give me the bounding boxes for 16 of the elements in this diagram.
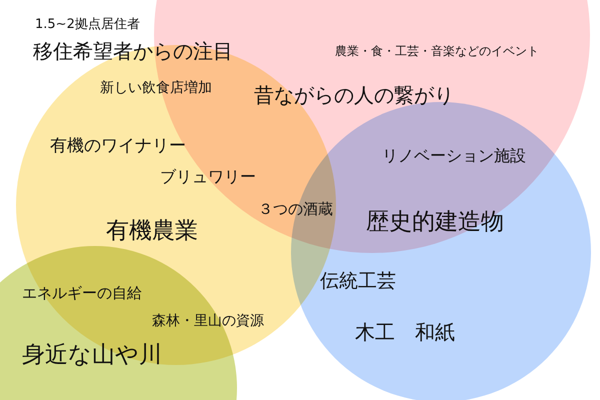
circle-title: 有機農業	[106, 218, 198, 244]
text-label: 有機のワイナリー	[50, 137, 186, 157]
text-label: 森林・里山の資源	[152, 313, 264, 330]
text-label: エネルギーの自給	[22, 285, 142, 302]
circle-title: 昔ながらの人の繋がり	[254, 84, 454, 107]
text-label: ３つの酒蔵	[258, 201, 333, 218]
text-label: 1.5~2拠点居住者	[35, 18, 140, 33]
circle-title: 身近な山や川	[22, 342, 162, 368]
text-label: リノベーション施設	[382, 147, 526, 166]
circle-title: 歴史的建造物	[366, 209, 504, 236]
text-label: 農業・食・工芸・音楽などのイベント	[335, 45, 539, 59]
text-label: 木工 和紙	[355, 321, 455, 344]
text-label: 移住希望者からの注目	[33, 40, 233, 63]
text-label: 新しい飲食店増加	[100, 80, 212, 96]
text-label: ブリュワリー	[160, 168, 256, 186]
text-label: 伝統工芸	[320, 271, 396, 293]
